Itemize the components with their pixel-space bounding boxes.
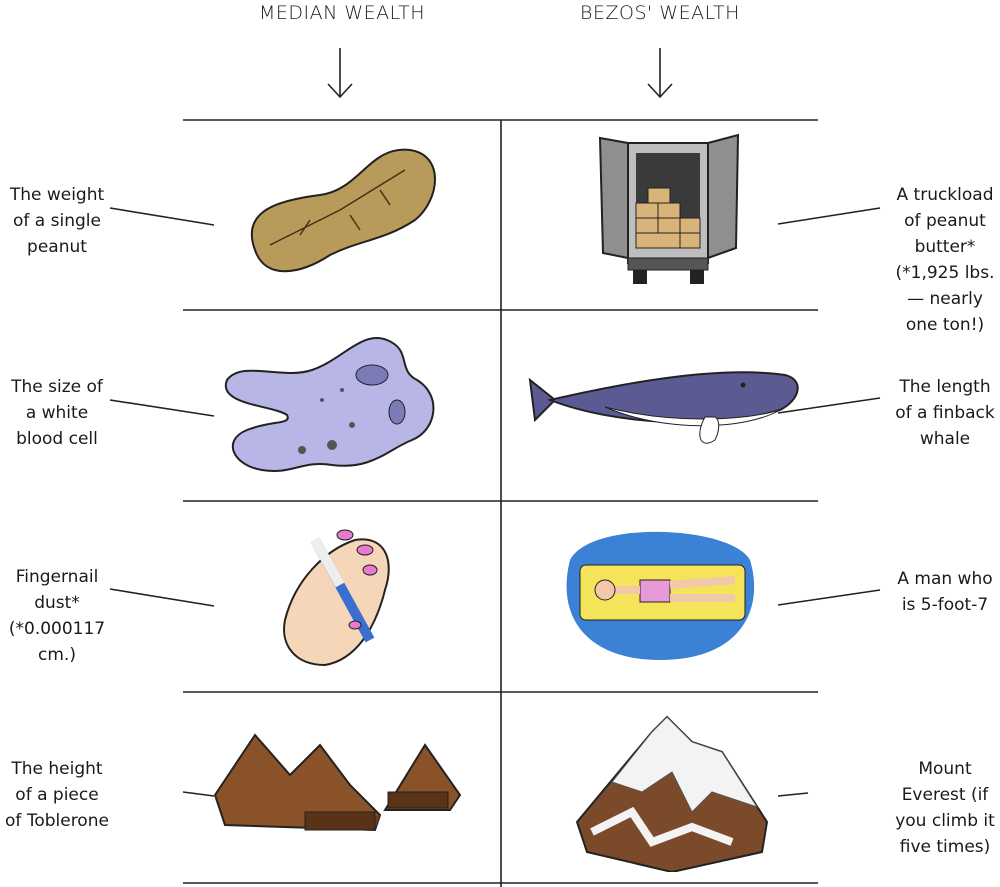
label-line: The weight [9, 185, 105, 205]
label-line: of a single [13, 211, 101, 231]
man-on-pool-float-illustration [560, 520, 760, 670]
finback-whale-illustration [528, 371, 799, 444]
label-line: of a finback [895, 403, 995, 423]
label-line: peanut [27, 237, 87, 257]
label-line: five times) [899, 837, 991, 857]
label-fingernail-dust: Fingernail dust* (*0.000117 cm.) [0, 564, 122, 668]
white-blood-cell-illustration [224, 337, 435, 472]
arrow-down-icon [647, 48, 673, 99]
header-bezos-wealth: BEZOS' WEALTH [580, 2, 740, 24]
label-line: of Toblerone [5, 811, 109, 831]
label-line: — nearly [907, 289, 983, 309]
label-line: The height [11, 759, 103, 779]
header-median-wealth: MEDIAN WEALTH [258, 2, 426, 24]
label-line: dust* [34, 593, 80, 613]
label-line: Everest (if [901, 785, 989, 805]
label-line: you climb it [895, 811, 995, 831]
label-finback-whale: The length of a finback whale [880, 374, 1000, 452]
label-truckload: A truckload of peanut butter* (*1,925 lb… [880, 182, 1000, 338]
label-line: blood cell [16, 429, 98, 449]
label-line: Fingernail [15, 567, 99, 587]
label-line: of peanut [904, 211, 986, 231]
label-line: of a piece [15, 785, 99, 805]
label-man-5-foot-7: A man who is 5-foot-7 [880, 566, 1000, 618]
peanut-illustration [250, 148, 436, 273]
label-peanut: The weight of a single peanut [0, 182, 122, 260]
label-line: whale [919, 429, 971, 449]
label-line: is 5-foot-7 [901, 595, 989, 615]
label-line: A man who [897, 569, 993, 589]
truck-illustration [598, 133, 740, 284]
arrow-down-icon [327, 48, 353, 99]
label-mount-everest: Mount Everest (if you climb it five time… [880, 756, 1000, 860]
label-line: a white [25, 403, 89, 423]
mount-everest-illustration [575, 715, 769, 872]
nail-file-illustration [283, 529, 390, 667]
label-line: cm.) [38, 645, 76, 665]
label-line: one ton!) [905, 315, 985, 335]
label-line: A truckload [896, 185, 994, 205]
label-line: (*1,925 lbs. [895, 263, 995, 283]
label-toblerone: The height of a piece of Toblerone [0, 756, 122, 834]
label-line: butter* [914, 237, 976, 257]
label-line: (*0.000117 [8, 619, 106, 639]
toblerone-illustration [213, 733, 462, 832]
label-line: Mount [918, 759, 972, 779]
label-line: The size of [11, 377, 103, 397]
label-white-blood-cell: The size of a white blood cell [0, 374, 122, 452]
label-line: The length [899, 377, 991, 397]
